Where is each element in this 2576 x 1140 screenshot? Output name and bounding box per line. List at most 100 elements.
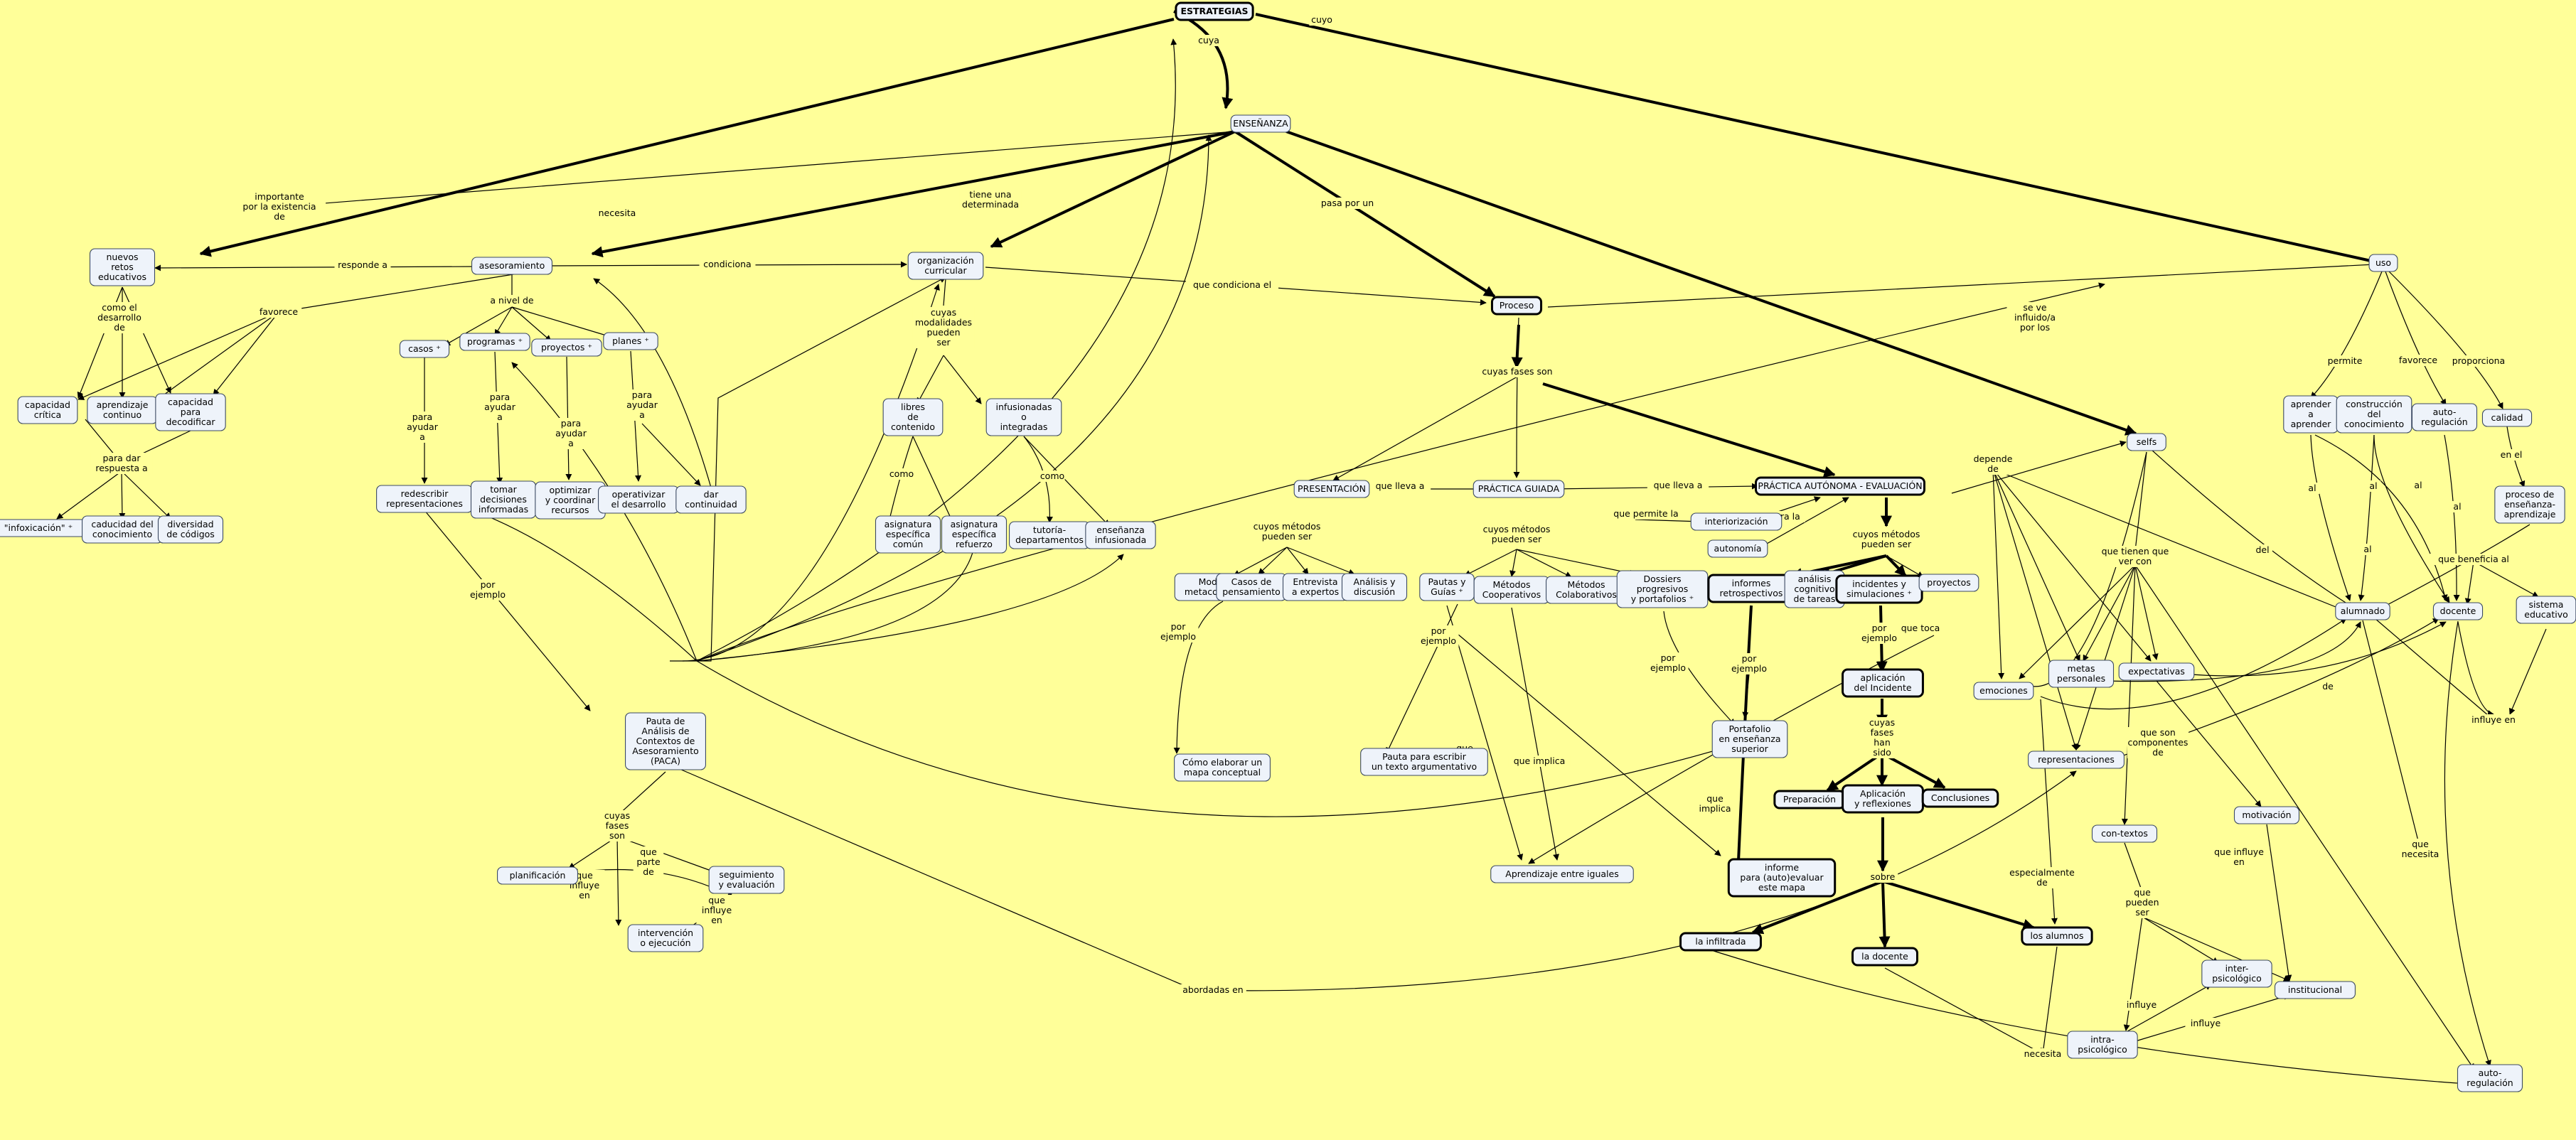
- node-la-infiltrada[interactable]: la infiltrada: [1679, 932, 1762, 952]
- node-motivacion[interactable]: motivación: [2233, 806, 2300, 824]
- connection-line-53: [1542, 382, 1836, 478]
- node-asesoramiento[interactable]: asesoramiento: [471, 257, 552, 275]
- node-contextos[interactable]: con-textos: [2091, 824, 2158, 843]
- link-label-cuyas-fases-son: cuyas fases son: [1476, 366, 1559, 377]
- node-aprendizaje-iguales[interactable]: Aprendizaje entre iguales: [1490, 865, 1634, 883]
- link-label-cuya: cuya: [1196, 35, 1222, 46]
- node-intra-psico[interactable]: intra-psicológico: [2067, 1031, 2138, 1059]
- node-conclusiones[interactable]: Conclusiones: [1921, 788, 1999, 808]
- connection-line-136: [2374, 618, 2494, 721]
- node-docente[interactable]: docente: [2432, 602, 2484, 620]
- node-casos[interactable]: casos ⁺: [399, 340, 450, 358]
- node-programas[interactable]: programas ⁺: [459, 333, 530, 351]
- node-presentacion[interactable]: PRESENTACIÓN: [1293, 480, 1370, 498]
- node-proyectos-b[interactable]: proyectos: [1918, 574, 1979, 592]
- connection-line-106: [2156, 680, 2262, 807]
- connection-line-141: [682, 284, 940, 662]
- node-autonomia[interactable]: autonomía: [1707, 539, 1768, 558]
- connection-line-62: [1516, 549, 1636, 576]
- node-proyectos-a[interactable]: proyectos ⁺: [531, 338, 602, 357]
- node-calidad[interactable]: calidad: [2481, 409, 2533, 427]
- node-preparacion[interactable]: Preparación: [1773, 790, 1846, 810]
- connection-line-54: [1511, 324, 1523, 369]
- node-estrategias[interactable]: ESTRATEGIAS: [1175, 1, 1254, 21]
- node-practica-autonoma[interactable]: PRÁCTICA AUTÓNOMA - EVALUACIÓN: [1755, 476, 1925, 496]
- node-interiorizacion[interactable]: interiorización: [1690, 512, 1783, 531]
- connection-line-15: [78, 311, 279, 400]
- node-inter-psico[interactable]: inter-psicológico: [2201, 959, 2272, 988]
- node-ensenanza[interactable]: ENSEÑANZA: [1230, 114, 1291, 133]
- connection-line-56: [1258, 547, 1288, 575]
- node-proceso[interactable]: Proceso: [1490, 296, 1543, 316]
- node-los-alumnos[interactable]: los alumnos: [2021, 926, 2093, 946]
- node-planes[interactable]: planes ⁺: [603, 332, 658, 350]
- node-selfs[interactable]: selfs: [2127, 433, 2166, 451]
- node-autorreg-b[interactable]: auto-regulación: [2457, 1064, 2523, 1092]
- node-tutoria[interactable]: tutoría-departamentos: [1009, 521, 1091, 549]
- node-practica-guiada[interactable]: PRÁCTICA GUIADA: [1473, 480, 1565, 498]
- node-planificacion[interactable]: planificación: [496, 866, 578, 885]
- node-uso[interactable]: uso: [2368, 254, 2398, 272]
- node-la-docente[interactable]: la docente: [1851, 947, 1918, 967]
- node-expectativas[interactable]: expectativas: [2118, 662, 2195, 681]
- node-autorreg-a[interactable]: auto-regulación: [2411, 403, 2478, 431]
- node-infoxicacion[interactable]: "infoxicación" ⁺: [0, 519, 87, 537]
- node-institucional[interactable]: institucional: [2275, 981, 2356, 999]
- connection-line-0: [1173, 10, 1234, 109]
- node-representaciones[interactable]: representaciones: [2028, 751, 2125, 769]
- node-alumnado[interactable]: alumnado: [2335, 602, 2390, 620]
- node-emociones[interactable]: emociones: [1973, 682, 2034, 700]
- link-label-de: de: [2320, 681, 2336, 692]
